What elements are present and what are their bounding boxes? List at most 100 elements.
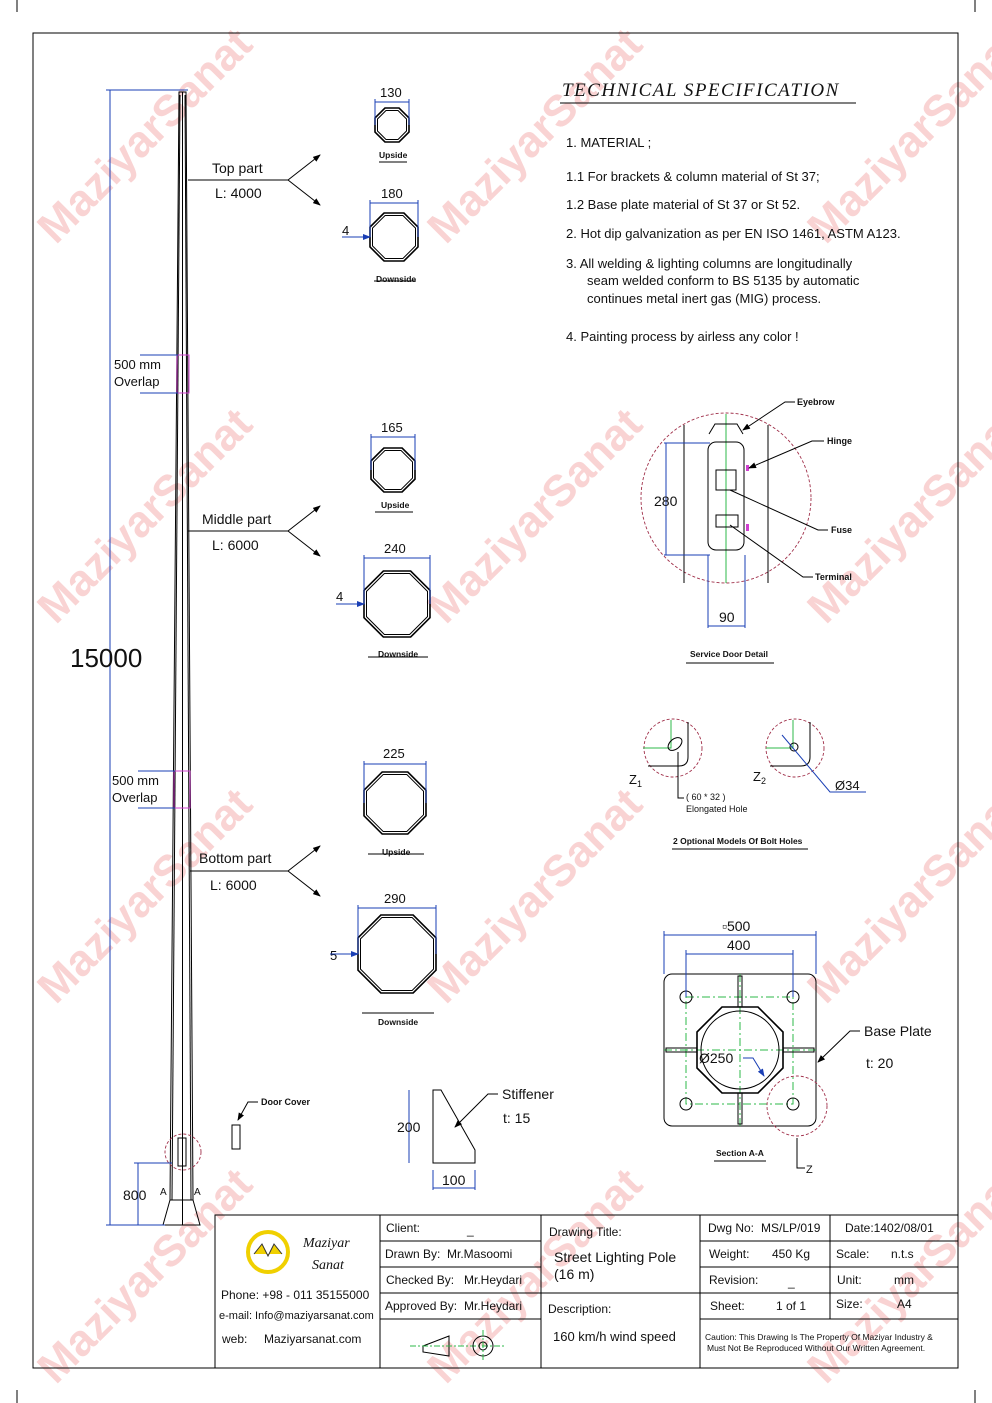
bottom-thickness: 5 [330, 948, 337, 963]
middle-part-length: L: 6000 [212, 537, 259, 553]
base-height-label: 800 [123, 1187, 147, 1203]
drawing-title-label: Drawing Title: [549, 1225, 622, 1239]
checked-by-label: Checked By: [386, 1273, 454, 1287]
bottom-downside-dim: 290 [384, 891, 406, 906]
middle-upside-label: Upside [381, 500, 410, 510]
bolt-holes-title: 2 Optional Models Of Bolt Holes [673, 836, 803, 846]
eyebrow-label: Eyebrow [797, 397, 836, 407]
terminal-label: Terminal [815, 572, 852, 582]
weight-label: Weight: [709, 1247, 749, 1261]
middle-downside-dim: 240 [384, 541, 406, 556]
checked-by-value: Mr.Heydari [464, 1273, 522, 1287]
drawn-by-label: Drawn By: [385, 1247, 440, 1261]
bottom-part-name: Bottom part [199, 850, 271, 866]
section-mark-a-right: A [194, 1187, 201, 1198]
top-downside-dim: 180 [381, 186, 403, 201]
overlap-labels: 500 mm Overlap 500 mm Overlap [112, 354, 178, 809]
pole-elevation [162, 91, 202, 1226]
unit-value: mm [894, 1273, 914, 1287]
middle-upside-octagon [370, 447, 416, 493]
size-value: A4 [897, 1297, 912, 1311]
website: Maziyarsanat.com [264, 1332, 361, 1346]
top-downside-octagon [369, 212, 419, 262]
pole-diameter-dim: Ø250 [699, 1050, 733, 1066]
corner-marks [16, 0, 976, 1403]
door-width-dim: 90 [719, 609, 735, 625]
hole-diameter: Ø34 [835, 778, 860, 793]
drawing-title-line1: Street Lighting Pole [554, 1249, 676, 1265]
caution-line2: Must Not Be Reproduced Without Our Writt… [707, 1343, 925, 1353]
watermark-text: MaziyarSanat [798, 19, 992, 253]
client-label: Client: [386, 1221, 420, 1235]
spec-item: 1. MATERIAL ; [566, 135, 651, 150]
watermark-text: MaziyarSanat [28, 779, 262, 1013]
overlap-zone-2 [173, 770, 191, 809]
stiffener-width: 100 [442, 1172, 466, 1188]
base-plate-label: Base Plate [864, 1023, 932, 1039]
bolt-spacing-dim: 400 [727, 937, 751, 953]
bottom-upside-dim: 225 [383, 746, 405, 761]
technical-specification: TECHNICAL SPECIFICATION 1. MATERIAL ; 1.… [560, 80, 901, 344]
base-plate-thickness: t: 20 [866, 1055, 893, 1071]
overlap-1-value: 500 mm [114, 357, 161, 372]
middle-upside-dim: 165 [381, 420, 403, 435]
title-block: Maziyar Sanat Phone: +98 - 011 35155000 … [214, 1214, 959, 1369]
approved-by-value: Mr.Heydari [464, 1299, 522, 1313]
sheet-label: Sheet: [710, 1299, 745, 1313]
cross-sections: 130 Upside 180 4 Downside 165 Upside 240… [330, 85, 437, 1027]
middle-thickness: 4 [336, 589, 343, 604]
watermark-text: MaziyarSanat [28, 19, 262, 253]
part-label-bottom: Bottom part L: 6000 [190, 845, 321, 897]
middle-downside-octagon [363, 570, 431, 638]
top-upside-label: Upside [379, 150, 408, 160]
service-door-detail: 280 90 Eyebrow Hinge Fuse Terminal Servi… [640, 397, 852, 664]
stiffener: 200 100 Stiffener t: 15 [397, 1086, 554, 1190]
elongated-label: Elongated Hole [686, 804, 748, 814]
detail-z-label: Z [806, 1164, 813, 1176]
watermark-text: MaziyarSanat [798, 399, 992, 633]
bottom-downside-label: Downside [378, 1017, 418, 1027]
spec-item: 1.2 Base plate material of St 37 or St 5… [566, 197, 800, 212]
spec-item: seam welded conform to BS 5135 by automa… [587, 273, 860, 288]
section-aa-title: Section A-A [716, 1148, 764, 1158]
spec-item: 3. All welding & lighting columns are lo… [566, 256, 853, 271]
description-label: Description: [548, 1302, 611, 1316]
z2-label: Z2 [753, 769, 766, 786]
web-label: web: [221, 1332, 247, 1346]
scale-label: Scale: [836, 1247, 869, 1261]
drawn-by-value: Mr.Masoomi [447, 1247, 512, 1261]
revision-label: Revision: [709, 1273, 758, 1287]
company-logo: Maziyar Sanat [246, 1230, 350, 1274]
caution-line1: Caution: This Drawing Is The Property Of… [705, 1332, 933, 1342]
bottom-upside-octagon [363, 771, 427, 835]
top-downside-label: Downside [376, 274, 416, 284]
middle-downside-label: Downside [378, 649, 418, 659]
overlap-zone-1 [176, 354, 190, 394]
bottom-upside-label: Upside [382, 847, 411, 857]
door-cover-label: Door Cover [261, 1097, 311, 1107]
overlap-1-label: Overlap [114, 374, 160, 389]
spec-item: 4. Painting process by airless any color… [566, 329, 799, 344]
service-door-title: Service Door Detail [690, 649, 768, 659]
fuse-label: Fuse [831, 525, 852, 535]
top-thickness: 4 [342, 223, 349, 238]
watermark-text: MaziyarSanat [418, 399, 652, 633]
stiffener-height: 200 [397, 1119, 421, 1135]
top-part-length: L: 4000 [215, 185, 262, 201]
company-name-1: Maziyar [302, 1236, 350, 1251]
projection-symbol [410, 1330, 505, 1362]
phone: Phone: +98 - 011 35155000 [221, 1288, 370, 1302]
weight-value: 450 Kg [772, 1247, 810, 1261]
client-value: _ [466, 1223, 474, 1237]
approved-by-label: Approved By: [385, 1299, 457, 1313]
part-label-middle: Middle part L: 6000 [188, 505, 321, 557]
watermark-text: MaziyarSanat [418, 779, 652, 1013]
door-cover: Door Cover [231, 1097, 311, 1150]
door-height-dim: 280 [654, 493, 678, 509]
elongated-size: ( 60 * 32 ) [686, 792, 726, 802]
date-value: Date:1402/08/01 [845, 1221, 934, 1235]
total-height-label: 15000 [70, 643, 142, 673]
